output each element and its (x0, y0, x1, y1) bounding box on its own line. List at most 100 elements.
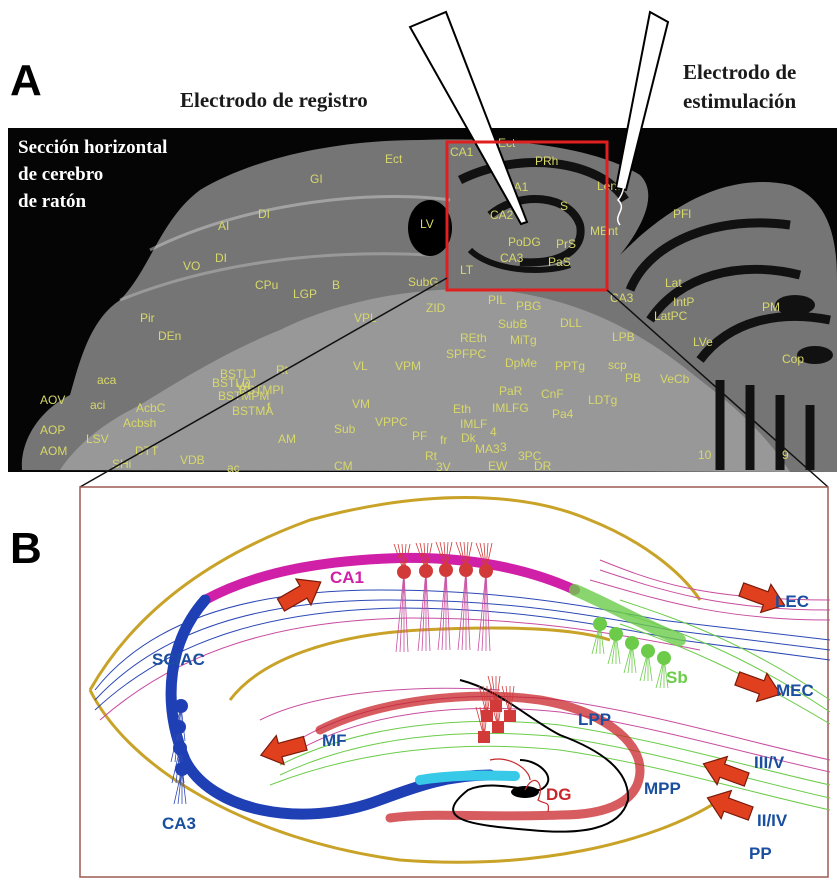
atlas-label: Eth (453, 402, 471, 416)
recording-electrode-label: Electrodo de registro (180, 88, 368, 112)
atlas-label: DLL (560, 316, 582, 330)
subiculum-cell (625, 636, 639, 650)
atlas-label: AI (218, 219, 229, 233)
atlas-label: 10 (698, 448, 712, 462)
atlas-label: PBG (516, 299, 541, 313)
atlas-label: VeCb (660, 372, 690, 386)
atlas-label: LGP (293, 287, 317, 301)
stimulation-electrode-label-line2: estimulación (683, 89, 796, 113)
atlas-label: IntP (673, 295, 694, 309)
ca1-pyramidal-cell (479, 564, 493, 578)
atlas-label: LPB (612, 330, 635, 344)
label-sb: Sb (666, 668, 688, 687)
label-dg: DG (546, 785, 572, 804)
label-pp: PP (749, 844, 772, 863)
atlas-label: REth (460, 331, 487, 345)
label-sc-ac: SC/AC (152, 650, 205, 669)
atlas-label: GI (310, 172, 323, 186)
section-title-line2: de cerebro (18, 164, 103, 185)
atlas-label: DTT (135, 444, 159, 458)
label-ca1: CA1 (330, 568, 364, 587)
atlas-label: LSV (86, 432, 109, 446)
subiculum-cell (593, 617, 607, 631)
label-mec: MEC (776, 681, 814, 700)
atlas-label: S (560, 199, 568, 213)
atlas-label: IMLF (460, 417, 487, 431)
ca1-pyramidal-cell (439, 563, 453, 577)
atlas-label: fr (440, 433, 447, 447)
dg-granule-cell (504, 710, 516, 722)
atlas-label: CnF (541, 387, 564, 401)
atlas-label: SPFPC (446, 347, 486, 361)
atlas-label: EW (488, 459, 508, 473)
atlas-label: CA2 (490, 208, 514, 222)
atlas-label: PrS (556, 237, 576, 251)
atlas-label: Sub (334, 422, 356, 436)
atlas-label: Pa4 (552, 407, 574, 421)
atlas-label: SubG (408, 275, 439, 289)
ca3-pyramidal-cell (173, 741, 187, 755)
atlas-label: AcbC (136, 401, 166, 415)
atlas-label: MEnt (590, 224, 619, 238)
subiculum-cell (657, 651, 671, 665)
atlas-label: PFl (673, 207, 691, 221)
atlas-label: VPL (354, 311, 377, 325)
atlas-label: aci (90, 398, 105, 412)
ca1-pyramidal-cell (397, 565, 411, 579)
stimulation-electrode-label-line1: Electrodo de (683, 60, 796, 84)
atlas-label: DEn (158, 329, 181, 343)
atlas-label: DpMe (505, 356, 537, 370)
atlas-label: LVe (693, 335, 713, 349)
atlas-label: PF (412, 429, 427, 443)
mossy-fiber-segment (420, 775, 515, 780)
atlas-label: PoDG (508, 235, 541, 249)
atlas-label: SubB (498, 317, 527, 331)
atlas-label: PM (762, 300, 780, 314)
atlas-label: Pir (140, 311, 155, 325)
atlas-label: Acbsh (123, 416, 156, 430)
atlas-label: CPu (255, 278, 278, 292)
atlas-label: VL (353, 359, 368, 373)
electrode-tip (511, 786, 539, 798)
subiculum-cell (641, 644, 655, 658)
section-title-line1: Sección horizontal (18, 137, 167, 158)
dg-granule-cell (478, 731, 490, 743)
atlas-label: AOP (40, 423, 65, 437)
atlas-label: AOV (40, 393, 65, 407)
atlas-label: MA3 (475, 442, 500, 456)
atlas-label: ac (227, 461, 240, 475)
ca3-pyramidal-cell (175, 762, 189, 776)
label-iii-v: III/V (754, 753, 785, 772)
atlas-label: PaR (499, 384, 523, 398)
label-ii-iv: II/IV (757, 811, 788, 830)
atlas-label: 3 (500, 440, 507, 454)
atlas-label: Lat (665, 276, 682, 290)
atlas-label: AM (278, 432, 296, 446)
atlas-label: PRh (535, 154, 558, 168)
atlas-label: BSTMPM (218, 389, 269, 403)
atlas-label: LDTg (588, 393, 617, 407)
atlas-label: DI (215, 251, 227, 265)
atlas-label: aca (97, 373, 117, 387)
atlas-label: DR (534, 459, 552, 473)
section-title-line3: de ratón (18, 191, 87, 212)
atlas-label: 3V (436, 460, 451, 474)
atlas-label: Ect (385, 152, 403, 166)
ca1-pyramidal-cell (419, 564, 433, 578)
atlas-label: CM (334, 459, 353, 473)
atlas-label: PB (625, 371, 641, 385)
atlas-label: scp (608, 358, 627, 372)
atlas-label: LatPC (654, 309, 688, 323)
label-mpp: MPP (644, 779, 681, 798)
atlas-label: PIL (488, 293, 506, 307)
label-mf: MF (322, 731, 347, 750)
ca1-pyramidal-cell (459, 563, 473, 577)
atlas-label: CA1 (450, 145, 474, 159)
atlas-label: VO (183, 259, 200, 273)
atlas-label: IMLFG (492, 401, 529, 415)
atlas-label: PaS (548, 255, 571, 269)
atlas-label: ZID (426, 301, 446, 315)
atlas-label: B (332, 278, 340, 292)
atlas-label: DI (258, 207, 270, 221)
